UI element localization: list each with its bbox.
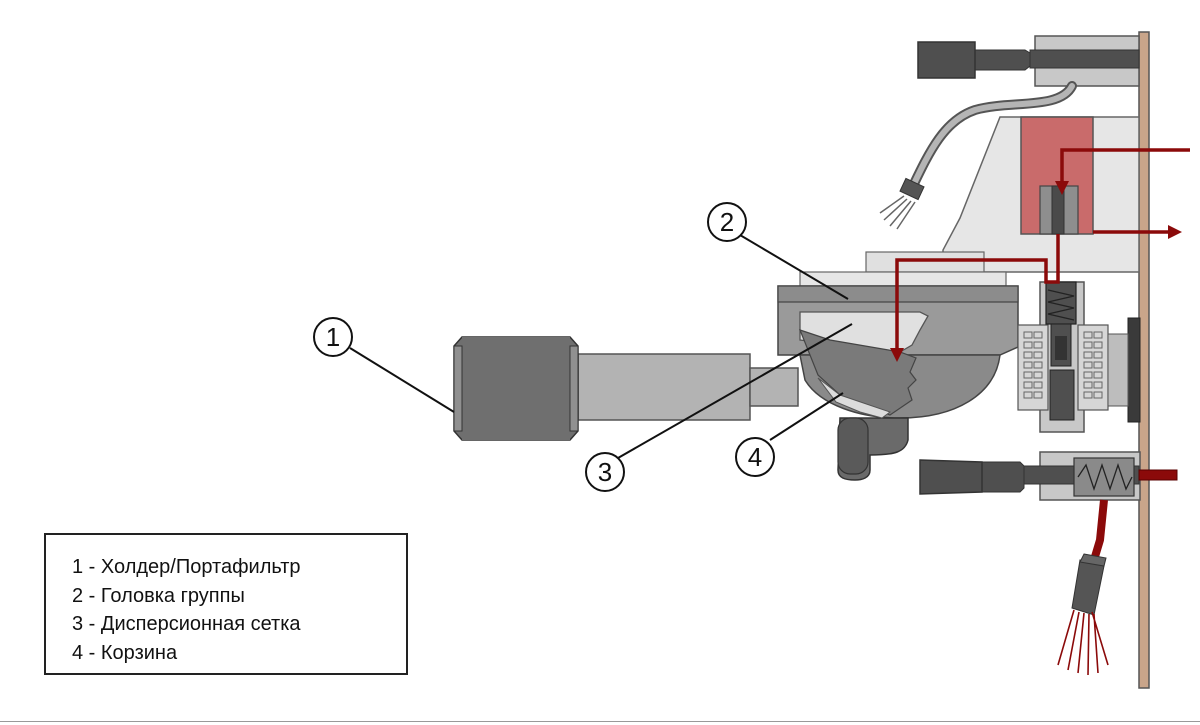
legend-item-group-head: 2 - Головка группы xyxy=(72,584,245,607)
callout-4: 4 xyxy=(735,437,775,477)
top-valve-assembly xyxy=(917,35,1140,87)
svg-text:1: 1 xyxy=(326,322,340,352)
svg-text:3: 3 xyxy=(598,457,612,487)
svg-text:4: 4 xyxy=(748,442,762,472)
lower-valve-assembly xyxy=(919,451,1178,501)
lower-cable xyxy=(1057,499,1109,676)
legend-item-portafilter: 1 - Холдер/Портафильтр xyxy=(72,556,301,578)
legend-box: 1 - Холдер/Портафильтр 2 - Головка групп… xyxy=(44,533,408,675)
callout-2: 2 xyxy=(707,202,747,242)
group-head-top-plate xyxy=(865,251,985,273)
portafilter-handle xyxy=(453,336,799,441)
water-flow-arrows xyxy=(890,148,1190,362)
callout-3: 3 xyxy=(585,452,625,492)
upper-cable xyxy=(879,81,1077,230)
legend-item-dispersion-screen: 3 - Дисперсионная сетка xyxy=(72,613,301,635)
valve-block xyxy=(1017,281,1141,433)
bottom-divider xyxy=(0,721,1200,722)
svg-text:2: 2 xyxy=(720,207,734,237)
solenoid-rod xyxy=(1051,185,1065,235)
spout-cap xyxy=(837,417,869,475)
callout-1: 1 xyxy=(313,317,353,357)
group-head-plate-2 xyxy=(799,271,1007,287)
leader-lines xyxy=(349,234,853,459)
legend-item-basket: 4 - Корзина xyxy=(72,641,178,664)
